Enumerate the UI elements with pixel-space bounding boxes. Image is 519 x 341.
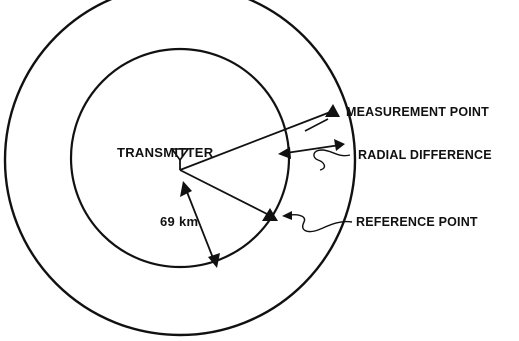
radial-difference-label: RADIAL DIFFERENCE bbox=[358, 148, 492, 162]
radial-difference-arrow bbox=[278, 139, 345, 159]
reference-radius-line bbox=[179, 169, 272, 217]
transmitter-label: TRANSMITTER bbox=[117, 145, 214, 160]
radial-difference-leader bbox=[313, 149, 351, 171]
distance-dimension-arrow bbox=[180, 181, 220, 268]
measurement-point-label: MEASUREMENT POINT bbox=[346, 105, 489, 119]
outer-circle bbox=[3, 0, 357, 337]
measurement-point-marker bbox=[325, 104, 340, 117]
reference-point-leader bbox=[282, 211, 353, 233]
reference-point-label: REFERENCE POINT bbox=[356, 215, 478, 229]
reference-point-marker bbox=[262, 208, 278, 221]
distance-label: 69 km bbox=[160, 214, 198, 229]
measurement-radius-line bbox=[179, 110, 334, 171]
antenna-icon bbox=[170, 148, 190, 170]
measurement-pointer-arrow bbox=[304, 118, 329, 132]
